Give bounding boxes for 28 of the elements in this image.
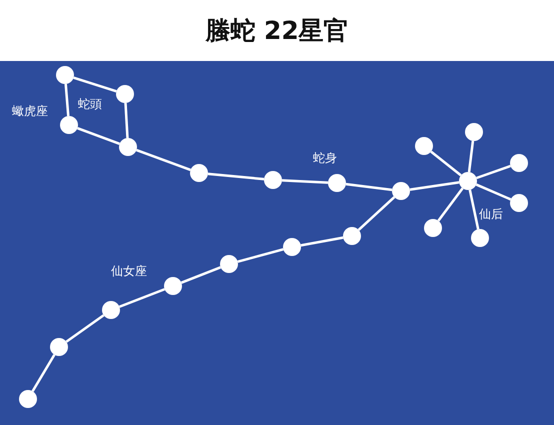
connecting-line [118, 288, 166, 308]
connecting-line [77, 126, 120, 146]
connecting-line [300, 236, 344, 247]
constellation-label: 蠍虎座 [12, 103, 48, 120]
connecting-line [73, 76, 117, 92]
constellation-label: 仙女座 [111, 263, 147, 280]
title: 螣蛇 22星官 [204, 15, 350, 47]
connecting-line [66, 314, 104, 343]
connecting-line [237, 248, 284, 263]
connecting-line [410, 181, 460, 191]
connecting-line [64, 84, 70, 116]
connecting-line [430, 150, 462, 176]
connecting-line [468, 140, 474, 172]
connecting-line [180, 266, 222, 284]
connecting-line [282, 179, 328, 184]
connecting-line [468, 190, 480, 230]
constellation-label: 蛇頭 [78, 96, 102, 113]
connecting-line [476, 183, 512, 201]
connecting-line [124, 102, 129, 138]
connecting-line [208, 172, 264, 180]
constellation-label: 蛇身 [313, 150, 337, 167]
connecting-line [136, 148, 191, 172]
connecting-line [476, 164, 511, 180]
constellation-label: 仙后 [479, 206, 503, 223]
connecting-line [437, 187, 464, 222]
connecting-line [358, 196, 396, 231]
connecting-line [346, 182, 392, 192]
connecting-line [32, 354, 56, 392]
